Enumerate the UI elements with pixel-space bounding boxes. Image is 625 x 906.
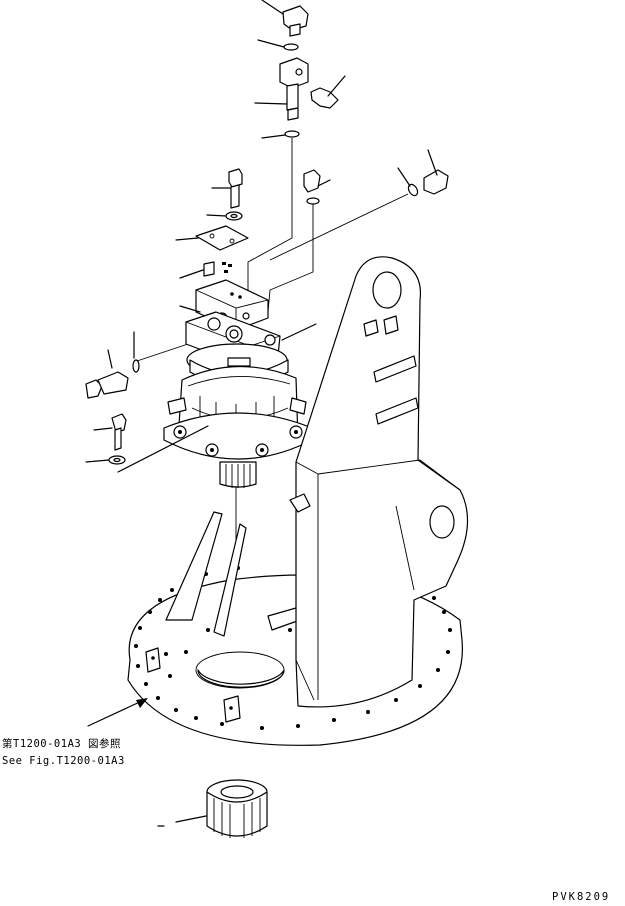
o-ring-3 xyxy=(306,197,320,205)
plate xyxy=(175,225,249,251)
o-ring-1 xyxy=(257,39,299,51)
elbow-fitting-far-right xyxy=(423,149,449,195)
reference-label-en: See Fig.T1200-01A3 xyxy=(2,755,125,767)
pinion-gear xyxy=(219,461,257,488)
relief-valve-fitting xyxy=(85,349,129,399)
elbow-fitting-right xyxy=(310,75,346,109)
washer-2 xyxy=(85,455,126,465)
bolt-3 xyxy=(93,413,127,451)
o-ring-5 xyxy=(132,331,140,373)
bolt-1 xyxy=(211,168,243,209)
frame-ribs xyxy=(165,511,301,637)
washer-1 xyxy=(206,211,243,221)
reference-arrow xyxy=(87,698,148,727)
mounting-flange xyxy=(163,412,313,460)
o-ring-2 xyxy=(261,130,300,139)
elbow-fitting-top xyxy=(261,0,309,37)
o-ring-4 xyxy=(397,167,419,197)
valve-block-top xyxy=(254,57,309,121)
drawing-code: PVK8209 xyxy=(552,891,610,903)
bushing xyxy=(175,779,268,838)
motor-leaders xyxy=(117,305,317,473)
frame-lugs xyxy=(145,647,241,723)
boom-bracket xyxy=(289,256,469,708)
small-blocks xyxy=(179,261,232,279)
bolt-2 xyxy=(303,169,331,193)
reference-label-jp: 第T1200-01A3 図参照 xyxy=(2,737,121,750)
